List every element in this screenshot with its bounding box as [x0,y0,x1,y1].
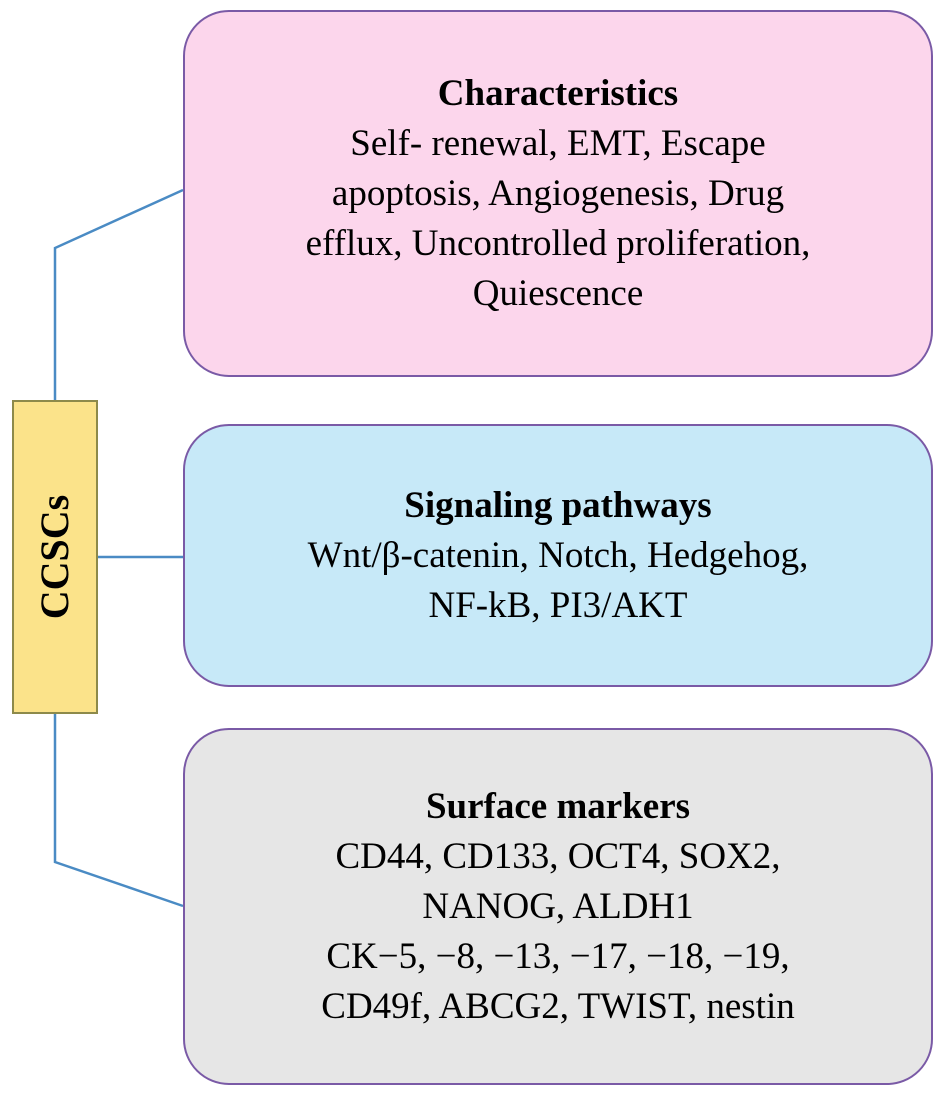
characteristics-box: Characteristics Self- renewal, EMT, Esca… [183,10,933,377]
signaling-pathways-title: Signaling pathways [404,484,712,526]
ccscs-label: CCSCs [32,494,78,620]
signaling-pathways-line: Wnt/β-catenin, Notch, Hedgehog, [307,534,809,576]
surface-markers-title: Surface markers [425,785,691,827]
connector-to-surface-markers [53,714,184,908]
characteristics-line: Quiescence [472,272,644,314]
surface-markers-line: CD44, CD133, OCT4, SOX2, [335,835,781,877]
characteristics-title: Characteristics [437,72,679,114]
signaling-pathways-box: Signaling pathways Wnt/β-catenin, Notch,… [183,424,933,687]
surface-markers-box: Surface markers CD44, CD133, OCT4, SOX2,… [183,728,933,1085]
surface-markers-line: NANOG, ALDH1 [422,885,694,927]
characteristics-line: efflux, Uncontrolled proliferation, [305,222,811,264]
characteristics-line: Self- renewal, EMT, Escape [350,122,766,164]
signaling-pathways-line: NF-kB, PI3/AKT [428,584,688,626]
surface-markers-line: CK−5, −8, −13, −17, −18, −19, [326,935,790,977]
connector-to-characteristics [53,188,184,400]
ccscs-root-box: CCSCs [12,400,98,714]
surface-markers-line: CD49f, ABCG2, TWIST, nestin [321,985,795,1027]
characteristics-line: apoptosis, Angiogenesis, Drug [331,172,785,214]
